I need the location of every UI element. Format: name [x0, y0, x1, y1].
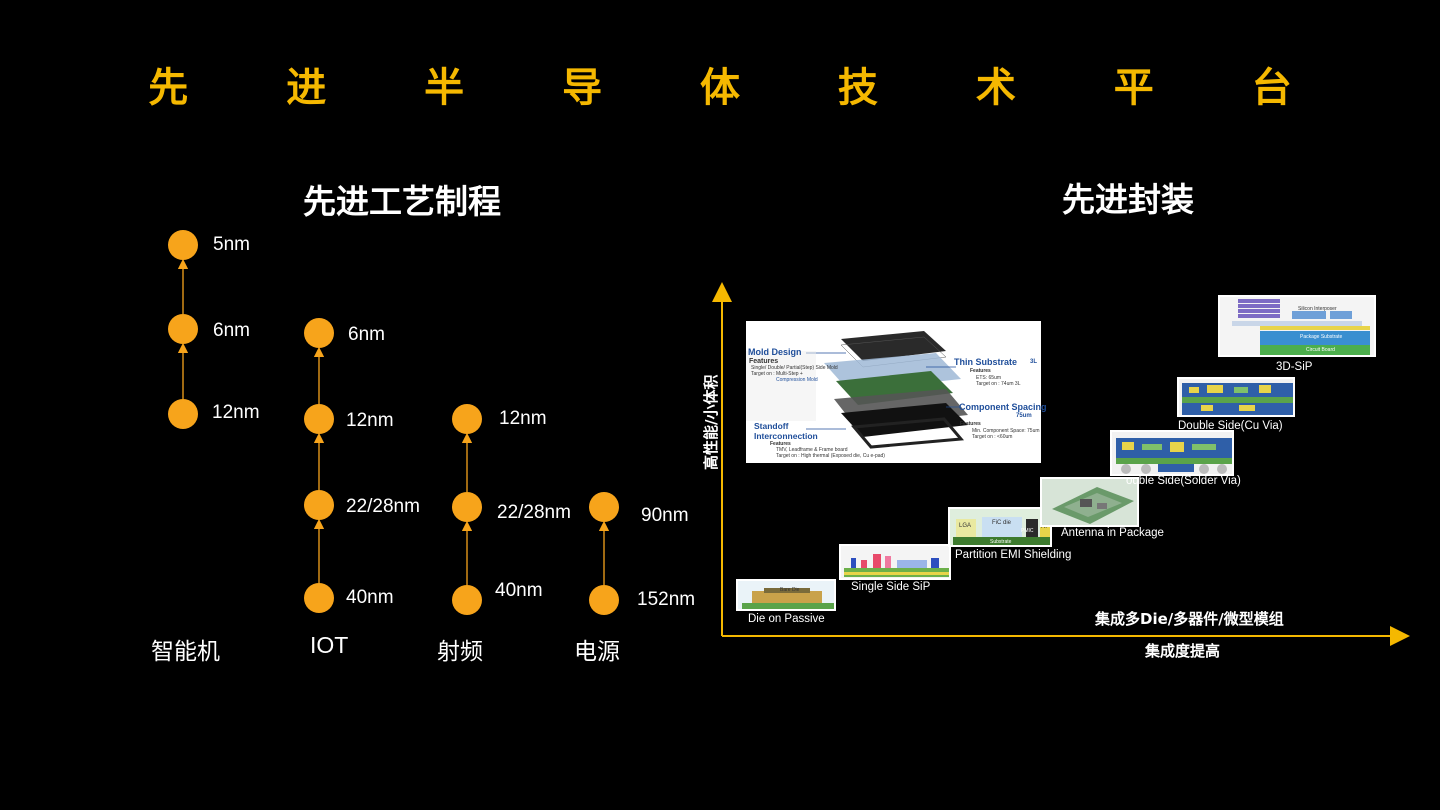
process-connectors	[177, 258, 610, 585]
pkg-antenna-label: Antenna in Package	[1061, 527, 1164, 539]
node-label: 40nm	[346, 587, 394, 608]
category-power: 电源	[574, 639, 620, 665]
category-rf: 射频	[437, 639, 483, 665]
comp-feature-2: Target on : <60um	[972, 434, 1013, 440]
fc-die-text: FiC die	[992, 520, 1012, 526]
bare-die-text: Bare Die	[780, 587, 800, 593]
rf-text: RF	[1041, 524, 1049, 530]
pkg-die-on-passive-label: Die on Passive	[748, 613, 825, 625]
pkg-single-side-sip-label: Single Side SiP	[851, 581, 931, 593]
thin-substrate-value: 3L	[1030, 359, 1038, 365]
x-axis-note: 集成多Die/多器件/微型模组	[1095, 610, 1284, 628]
process-node	[452, 585, 482, 615]
x-axis-label: 集成度提高	[1145, 642, 1221, 660]
substrate-text: Substrate	[990, 539, 1012, 545]
node-label: 22/28nm	[346, 496, 420, 517]
node-label: 6nm	[213, 320, 250, 341]
process-node	[589, 585, 619, 615]
circuit-board-text: Circuit Board	[1306, 347, 1335, 353]
mold-design-label: Mold Design	[748, 347, 802, 357]
node-label: 12nm	[499, 408, 547, 429]
package-detail-image: Mold Design Features Single/ Double/ Par…	[746, 321, 1047, 463]
mold-feature-1: Single/ Double/ Partial(Step) Side Mold	[751, 365, 838, 371]
pkg-double-side-solder-image	[1110, 430, 1234, 476]
mold-feature-2: Target on : Multi-Step +	[751, 371, 803, 377]
component-spacing-label: Component Spacing	[959, 402, 1047, 412]
component-spacing-value: 75um	[1016, 413, 1032, 419]
pkg-partition-emi-image: LGA FiC die Substrate PMIC RF	[948, 507, 1052, 547]
process-node	[452, 492, 482, 522]
process-heading: 先进工艺制程	[303, 182, 501, 221]
mold-feature-3: Compression Mold	[776, 377, 818, 383]
thin-features: Features	[970, 368, 991, 374]
node-label: 22/28nm	[497, 502, 571, 523]
standoff-features: Features	[770, 441, 791, 447]
node-label: 40nm	[495, 580, 543, 601]
node-label: 152nm	[637, 589, 696, 610]
standoff-feature-2: Target on : High thermal (Exposed die, C…	[776, 453, 885, 459]
pkg-double-side-cu-image	[1177, 377, 1295, 417]
pkg-die-on-passive-image: Bare Die	[736, 579, 836, 611]
node-label: 12nm	[212, 402, 260, 423]
pkg-double-side-solder-label: ouble Side(Solder Via)	[1126, 475, 1241, 487]
pkg-3d-sip-label: 3D-SiP	[1276, 361, 1313, 373]
category-iot: IOT	[310, 632, 349, 658]
node-label: 12nm	[346, 410, 394, 431]
process-node	[304, 583, 334, 613]
package-substrate-text: Package Substrate	[1300, 334, 1343, 340]
lga-text: LGA	[959, 523, 972, 529]
comp-features: Features	[960, 421, 981, 427]
packaging-heading: 先进封装	[1062, 180, 1194, 219]
node-label: 90nm	[641, 505, 689, 526]
pkg-double-side-cu-label: Double Side(Cu Via)	[1178, 420, 1283, 432]
comp-feature-1: Min. Component Space: 75um	[972, 428, 1040, 434]
pkg-antenna-image	[1040, 477, 1139, 527]
process-node	[168, 399, 198, 429]
process-node	[168, 314, 198, 344]
node-label: 6nm	[348, 324, 385, 345]
process-node	[304, 318, 334, 348]
mold-features: Features	[749, 358, 779, 365]
process-nodes	[168, 230, 619, 615]
y-axis-label: 高性能/小体积	[702, 374, 720, 470]
pmic-text: PMIC	[1021, 528, 1034, 534]
thin-feature-1: ETS: 65um	[976, 375, 1002, 381]
pkg-single-side-sip-image	[839, 544, 951, 580]
node-label: 5nm	[213, 234, 250, 255]
thin-substrate-label: Thin Substrate	[954, 357, 1018, 367]
process-node	[589, 492, 619, 522]
thin-feature-2: Target on : 74um 3L	[976, 381, 1021, 387]
pkg-partition-emi-label: Partition EMI Shielding	[955, 549, 1072, 561]
process-node	[304, 490, 334, 520]
process-node	[304, 404, 334, 434]
pkg-3d-sip-image: Silicon Interposer Package Substrate Cir…	[1218, 295, 1376, 357]
silicon-interposer-text: Silicon Interposer	[1298, 306, 1337, 312]
standoff-label: Standoff Interconnection	[754, 421, 818, 441]
page-title: 先 进 半 导 体 技 术 平 台	[148, 65, 1334, 111]
process-node	[168, 230, 198, 260]
process-node	[452, 404, 482, 434]
standoff-feature-1: TMV, Leadframe & Frame board	[776, 447, 848, 453]
category-smartphone: 智能机	[151, 639, 220, 665]
